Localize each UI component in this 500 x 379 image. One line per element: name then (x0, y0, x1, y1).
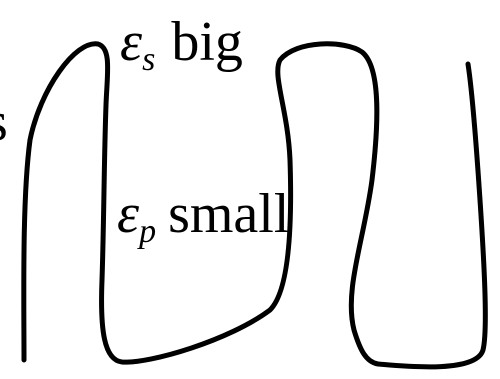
serpentine-curve-left (21, 41, 488, 370)
eps-s-subscript: s (142, 41, 155, 78)
eps-p-symbol: ε (117, 183, 140, 245)
eps-s-symbol: ε (120, 11, 143, 73)
eps-p-word: small (168, 183, 289, 245)
cut-left-letter: s (0, 91, 8, 153)
eps-p-subscript: p (137, 213, 156, 250)
eps-s-word: big (171, 11, 243, 73)
